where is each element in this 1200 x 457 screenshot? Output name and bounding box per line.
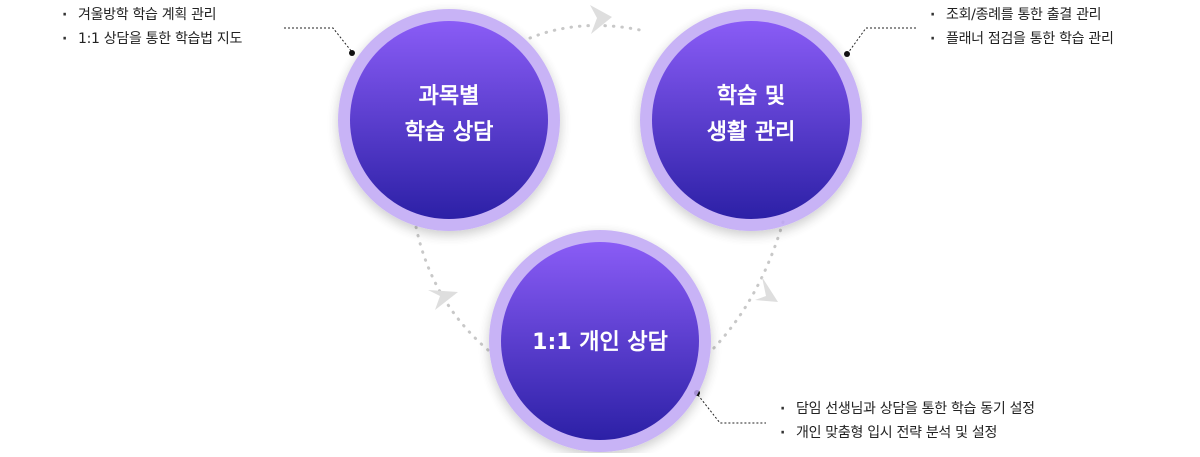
circle-life-label-2: 생활 관리 bbox=[707, 120, 796, 145]
circle-life-label-1: 학습 및 bbox=[717, 84, 785, 109]
circle-subject: 과목별 학습 상담 bbox=[338, 9, 560, 231]
arc-right bbox=[710, 220, 785, 352]
circle-one-on-one-label: 1:1 개인 상담 bbox=[532, 330, 668, 355]
bullet-list-top-right: 조회/종례를 통한 출결 관리 플래너 점검을 통한 학습 관리 bbox=[928, 3, 1114, 51]
leader-dot-top-left bbox=[349, 50, 355, 56]
bullet-item: 조회/종례를 통한 출결 관리 bbox=[928, 3, 1114, 27]
bullet-item: 겨울방학 학습 계획 관리 bbox=[60, 3, 242, 27]
circle-subject-label-1: 과목별 bbox=[419, 84, 480, 109]
leader-top-left bbox=[284, 27, 353, 53]
leader-lines bbox=[284, 27, 916, 424]
arrow-right-icon bbox=[755, 277, 778, 302]
circle-one-on-one: 1:1 개인 상담 bbox=[489, 230, 711, 452]
arrow-left-icon bbox=[428, 290, 458, 310]
bullet-item: 개인 맞춤형 입시 전략 분석 및 설정 bbox=[778, 421, 1035, 445]
circle-life: 학습 및 생활 관리 bbox=[640, 9, 862, 231]
bullet-item: 1:1 상담을 통한 학습법 지도 bbox=[60, 27, 242, 51]
bullet-list-bottom-right: 담임 선생님과 상담을 통한 학습 동기 설정 개인 맞춤형 입시 전략 분석 … bbox=[778, 397, 1035, 445]
leader-dot-top-right bbox=[844, 51, 850, 57]
bullet-item: 담임 선생님과 상담을 통한 학습 동기 설정 bbox=[778, 397, 1035, 421]
arrow-top-icon bbox=[590, 5, 612, 34]
circle-subject-label-2: 학습 상담 bbox=[405, 120, 494, 145]
leader-bottom-right bbox=[697, 394, 766, 424]
cycle-arrows bbox=[428, 5, 778, 310]
arc-top bbox=[528, 24, 642, 40]
cycle-arcs bbox=[413, 24, 785, 352]
arc-left bbox=[413, 220, 490, 352]
bullet-item: 플래너 점검을 통한 학습 관리 bbox=[928, 27, 1114, 51]
bullet-list-top-left: 겨울방학 학습 계획 관리 1:1 상담을 통한 학습법 지도 bbox=[60, 3, 242, 51]
leader-top-right bbox=[847, 27, 916, 54]
